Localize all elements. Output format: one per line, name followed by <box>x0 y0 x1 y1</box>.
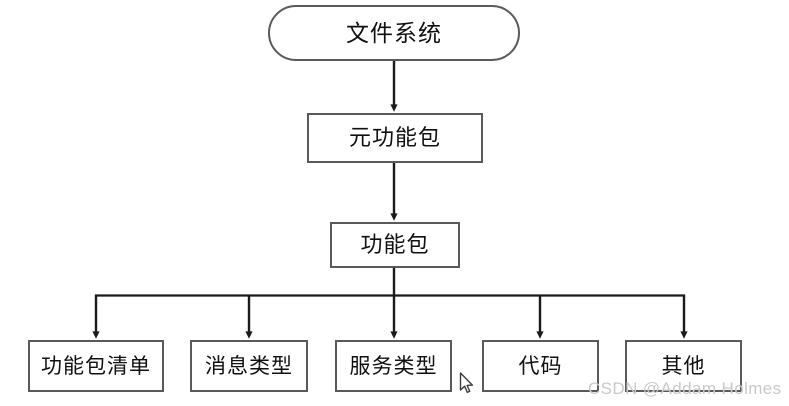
watermark-text: CSDN @Addam Holmes <box>588 379 782 398</box>
node-message-type[interactable]: 消息类型 <box>190 340 308 392</box>
node-file-system[interactable]: 文件系统 <box>268 5 520 61</box>
node-package-label: 功能包 <box>360 232 430 257</box>
node-service-type[interactable]: 服务类型 <box>335 340 452 392</box>
node-code[interactable]: 代码 <box>482 340 599 392</box>
node-meta-package[interactable]: 元功能包 <box>307 113 483 163</box>
node-package-manifest[interactable]: 功能包清单 <box>28 340 164 392</box>
node-code-label: 代码 <box>518 354 563 378</box>
node-other-label: 其他 <box>661 354 706 378</box>
node-other[interactable]: 其他 <box>625 340 742 392</box>
node-file-system-label: 文件系统 <box>346 19 442 46</box>
node-message-type-label: 消息类型 <box>205 354 293 378</box>
mouse-cursor-icon <box>459 372 474 394</box>
node-package[interactable]: 功能包 <box>330 222 460 268</box>
node-meta-package-label: 元功能包 <box>348 125 441 150</box>
node-package-manifest-label: 功能包清单 <box>41 354 151 378</box>
node-service-type-label: 服务类型 <box>349 354 438 378</box>
